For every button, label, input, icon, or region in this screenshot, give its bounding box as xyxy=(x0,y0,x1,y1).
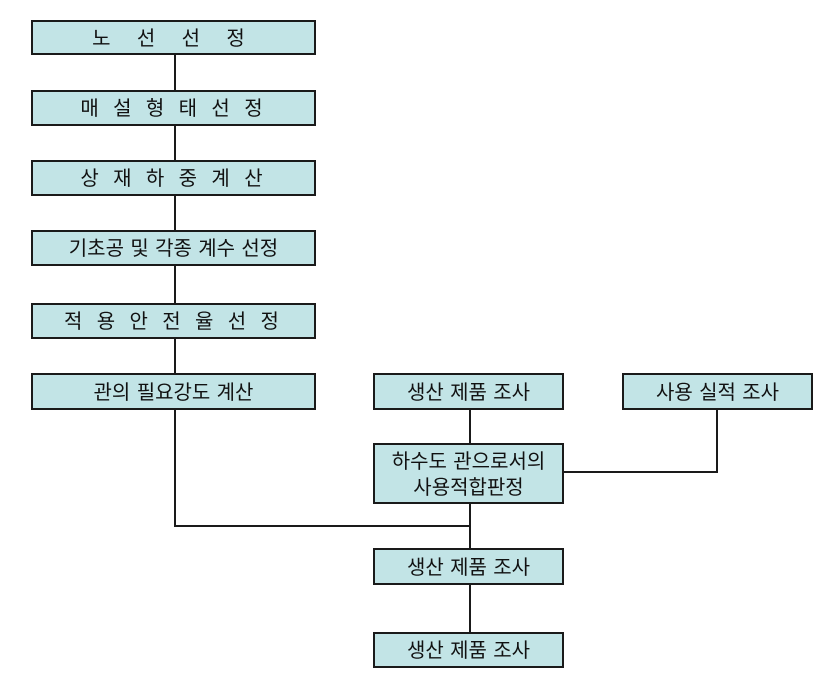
burial-type-selection-box: 매 설 형 태 선 정 xyxy=(31,90,316,126)
connector-strength-to-merge xyxy=(174,410,470,527)
safety-factor-selection-box: 적 용 안 전 율 선 정 xyxy=(31,303,316,339)
required-strength-calc-box: 관의 필요강도 계산 xyxy=(31,373,316,410)
foundation-coefficient-selection-box: 기초공 및 각종 계수 선정 xyxy=(31,230,316,266)
product-survey-box-2: 생산 제품 조사 xyxy=(373,548,564,585)
product-survey-box-3: 생산 제품 조사 xyxy=(373,632,564,668)
product-survey-box: 생산 제품 조사 xyxy=(373,373,564,410)
route-selection-box: 노 선 선 정 xyxy=(31,20,316,55)
usage-record-survey-box: 사용 실적 조사 xyxy=(622,373,813,410)
overburden-load-calc-box: 상 재 하 중 계 산 xyxy=(31,160,316,196)
suitability-judgment-box: 하수도 관으로서의 사용적합판정 xyxy=(373,443,564,504)
connector-usage-to-judgment xyxy=(564,410,718,473)
